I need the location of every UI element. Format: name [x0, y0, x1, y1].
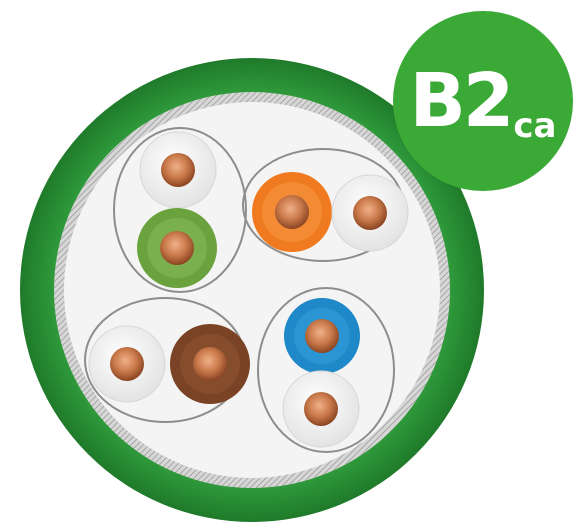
conductor-white-pair-2	[331, 174, 409, 252]
conductors	[88, 131, 409, 448]
conductor-brown	[170, 324, 250, 404]
conductor-white-pair-4	[282, 370, 360, 448]
conductor-orange	[252, 172, 332, 252]
conductor-white-pair-1	[139, 131, 217, 209]
pair-outlines	[84, 127, 404, 453]
badge-main-text: B2	[409, 58, 514, 144]
category-badge: B2 ca	[393, 11, 573, 191]
conductor-white-pair-3	[88, 325, 166, 403]
conductor-green	[137, 208, 217, 288]
pair-4-outline	[257, 287, 395, 453]
badge-label: B2 ca	[393, 11, 573, 191]
conductor-blue	[284, 298, 360, 374]
pair-1-outline	[113, 127, 247, 293]
badge-sub-text: ca	[513, 106, 557, 146]
cable-core	[64, 102, 440, 478]
